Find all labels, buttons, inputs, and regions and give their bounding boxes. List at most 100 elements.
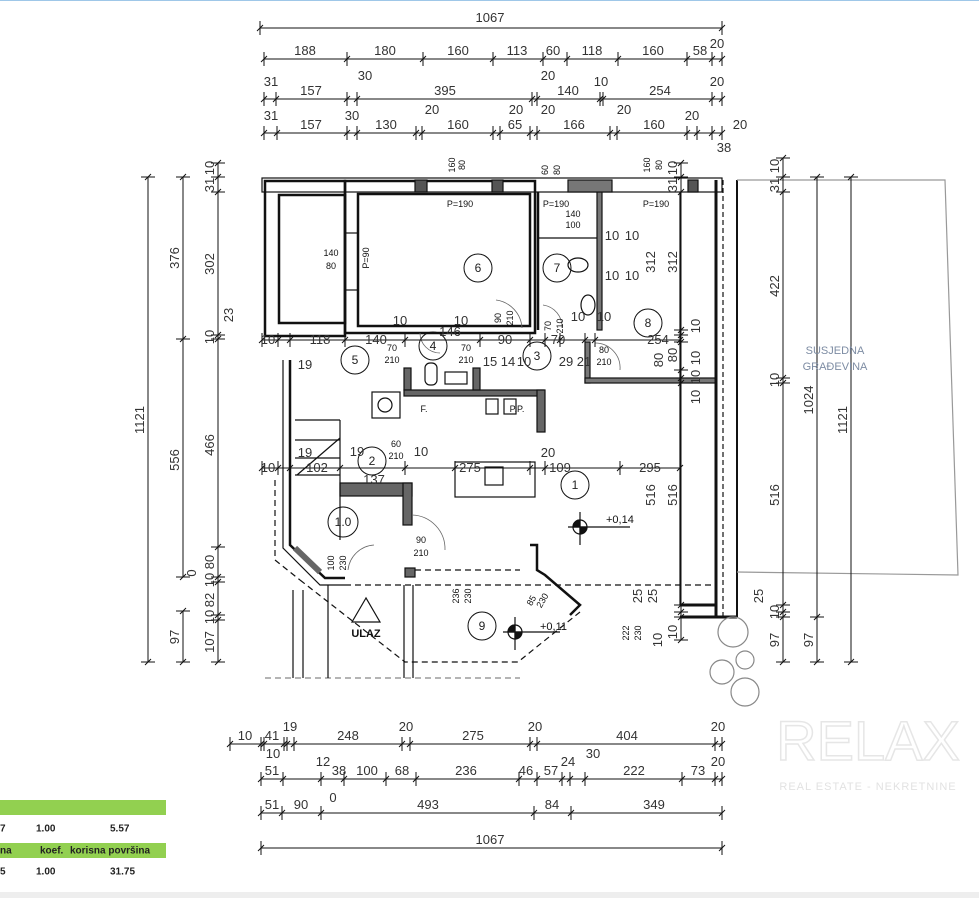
- dimension-label: 23: [221, 308, 236, 322]
- left-room: [277, 193, 347, 325]
- opening-label: 80: [326, 261, 336, 271]
- table-cell: korisna površina: [70, 845, 151, 856]
- dimension-label: 19: [283, 719, 297, 734]
- dimension-tick: [533, 740, 541, 748]
- interior-dimension: 140: [365, 332, 387, 347]
- terrace-outline: [299, 579, 581, 663]
- interior-dimension: 21: [577, 354, 591, 369]
- dimension-label: 31: [264, 74, 278, 89]
- interior-dimension: 10: [597, 309, 611, 324]
- dimension-label: 160: [642, 43, 664, 58]
- dimension-label: 248: [337, 728, 359, 743]
- dimension-tick: [214, 335, 222, 343]
- dimension-label: 82: [202, 593, 217, 607]
- dimension-label: 1121: [132, 406, 147, 434]
- dimension-label: 556: [167, 449, 182, 471]
- dimension-tick: [779, 154, 787, 162]
- interior-dimension: 25: [630, 589, 645, 603]
- dimension-tick: [616, 464, 624, 472]
- interior-dimension: 10: [517, 354, 531, 369]
- dimension-tick: [677, 173, 685, 181]
- dimension-tick: [257, 844, 265, 852]
- dimension-tick: [476, 336, 484, 344]
- dimension-label: 25: [751, 589, 766, 603]
- dimension-label: 10: [665, 625, 680, 639]
- opening-label: P=190: [643, 199, 669, 209]
- dimension-tick: [677, 379, 685, 387]
- dimension-label: 20: [685, 108, 699, 123]
- dimension-label: 10: [266, 746, 280, 761]
- dimension-tick: [779, 658, 787, 666]
- dimension-tick: [677, 636, 685, 644]
- entrance-columns: [292, 585, 414, 678]
- dimension-tick: [214, 188, 222, 196]
- dimension-label: 20: [617, 102, 631, 117]
- opening-label: 70: [543, 321, 553, 331]
- dimension-tick: [214, 331, 222, 339]
- dimension-label: 20: [733, 117, 747, 132]
- opening-label: 230: [534, 591, 550, 609]
- dimension-label: 166: [563, 117, 585, 132]
- toilet-fixture: [567, 257, 589, 273]
- sink-fixture: [580, 294, 596, 316]
- opening-label: 140: [323, 248, 338, 258]
- opening-label: 100: [326, 555, 336, 570]
- dimension-label: 222: [623, 763, 645, 778]
- dimension-tick: [260, 129, 268, 137]
- dimension-tick: [599, 95, 607, 103]
- dimension-tick: [779, 379, 787, 387]
- interior-dimension: 10: [650, 633, 665, 647]
- interior-dimension: 10: [393, 313, 407, 328]
- opening-label: 210: [458, 355, 473, 365]
- opening-label: 210: [505, 310, 515, 325]
- dimension-tick: [677, 613, 685, 621]
- dimension-label: 10: [202, 161, 217, 175]
- dimension-label: 31: [665, 178, 680, 192]
- dimension-tick: [260, 740, 268, 748]
- dimension-label: 10: [594, 74, 608, 89]
- interior-dimension: 10: [625, 268, 639, 283]
- dimension-label: 1121: [835, 406, 850, 434]
- dimension-label: 10: [767, 605, 782, 619]
- room-marker-circle: [340, 345, 370, 375]
- dimension-label: 275: [462, 728, 484, 743]
- dimension-tick: [286, 336, 294, 344]
- dimension-label: 20: [425, 102, 439, 117]
- dimension-label: 30: [586, 746, 600, 761]
- dimension-tick: [718, 129, 726, 137]
- dimension-label: 349: [643, 797, 665, 812]
- opening-label: P=90: [361, 247, 371, 268]
- dimension-tick: [533, 95, 541, 103]
- dimension-label: 97: [801, 633, 816, 647]
- dimension-label: 90: [294, 797, 308, 812]
- dimension-label: 10: [202, 330, 217, 344]
- dimension-tick: [779, 374, 787, 382]
- interior-dimension: 14: [501, 354, 515, 369]
- dimension-tick: [596, 95, 604, 103]
- dimension-tick: [401, 464, 409, 472]
- dimension-tick: [257, 809, 265, 817]
- dimension-label: 10: [688, 351, 703, 365]
- terrace-outline-left: [274, 480, 301, 581]
- dimension-tick: [412, 775, 420, 783]
- dimension-tick: [144, 173, 152, 181]
- interior-dimension: 19: [298, 445, 312, 460]
- dimension-tick: [214, 578, 222, 586]
- dimension-label: 46: [519, 763, 533, 778]
- dimension-tick: [693, 129, 701, 137]
- table-header-row: [0, 800, 166, 815]
- dimension-tick: [317, 809, 325, 817]
- dimension-label: 160: [643, 117, 665, 132]
- room-number: 5: [352, 353, 359, 367]
- dimension-label: 422: [767, 275, 782, 297]
- opening-label: 210: [384, 355, 399, 365]
- dimension-tick: [718, 55, 726, 63]
- boiler: [371, 391, 401, 419]
- dimension-tick: [401, 336, 409, 344]
- dimension-label: 20: [711, 754, 725, 769]
- dimension-tick: [336, 464, 344, 472]
- dimension-label: 140: [557, 83, 579, 98]
